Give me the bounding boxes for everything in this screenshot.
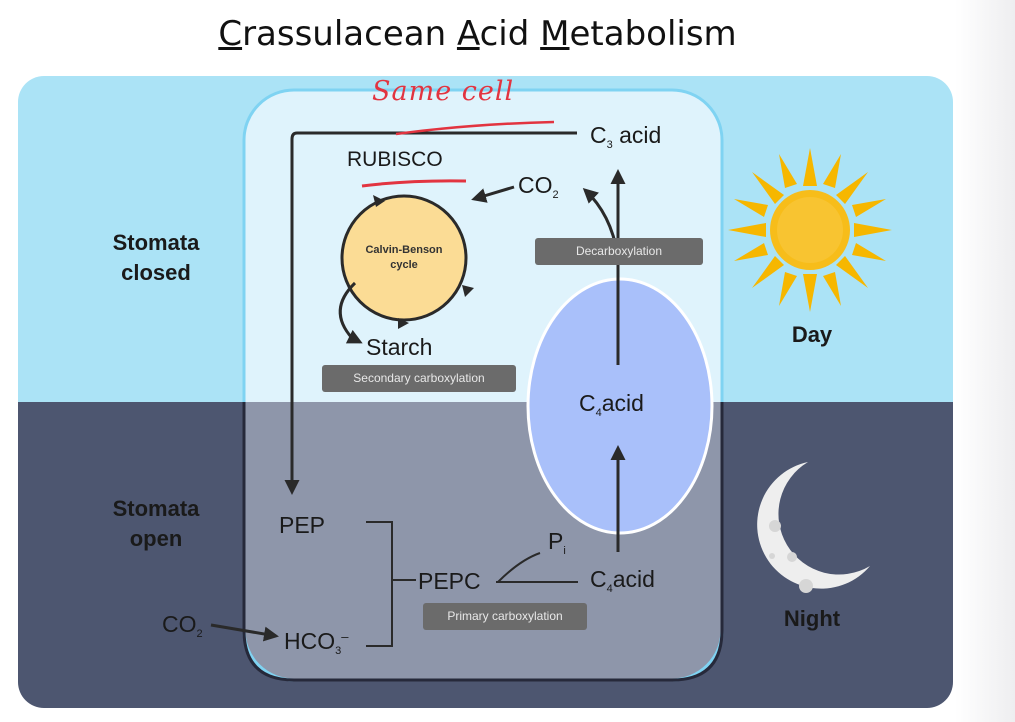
calvin-benson-cycle-circle: [340, 194, 468, 322]
secondary-carboxylation-label: Secondary carboxylation: [322, 365, 516, 392]
c4-acid-center-label: C4acid: [579, 390, 644, 419]
c3-acid-label: C3 acid: [590, 122, 662, 151]
sun-rays: [728, 148, 892, 312]
pepc-label: PEPC: [418, 568, 481, 594]
pepc-pi-branch: [497, 552, 541, 583]
rubisco-label: RUBISCO: [347, 148, 443, 171]
same-cell-annotation: Same cell: [372, 76, 515, 107]
calvin-benson-cycle-label: Calvin-Benson cycle: [365, 244, 443, 271]
arrow-cycle-to-starch: [338, 281, 363, 344]
decarboxylation-label: Decarboxylation: [535, 238, 703, 265]
sun-icon: [728, 148, 892, 312]
hco3-label: HCO3–: [284, 628, 349, 657]
cycle-arrowhead-top: [373, 195, 385, 207]
night-label: Night: [783, 606, 841, 631]
pi-label: Pi: [548, 528, 566, 557]
page-edge-shadow: [955, 0, 1015, 722]
primary-carboxylation-label: Primary carboxylation: [423, 603, 587, 630]
stomata-open-label: Stomata open: [112, 496, 200, 551]
day-label: Day: [791, 322, 833, 347]
moon-icon: [757, 462, 870, 593]
annotation-underline-rubisco: [361, 179, 467, 188]
cycle-arrowhead-right: [462, 285, 474, 297]
pep-label: PEP: [279, 512, 326, 538]
co2-left-label: CO2: [162, 611, 203, 640]
stomata-closed-label: Stomata closed: [112, 230, 200, 285]
vacuole: [526, 277, 714, 535]
arrow-co2-to-rubisco: [471, 185, 515, 203]
sun-disc-inner: [777, 197, 843, 263]
arrow-c3-to-pep: [284, 131, 577, 495]
annotation-underline-top: [395, 120, 555, 136]
page-title: Crassulacean Acid Metabolism: [218, 14, 737, 54]
cycle-arrowhead-bottom: [398, 318, 409, 329]
c4-acid-bottom-label: C4acid: [590, 566, 655, 595]
pepc-bracket: [366, 521, 393, 647]
cell-wall-night: [242, 402, 724, 682]
starch-label: Starch: [366, 334, 433, 360]
co2-top-label: CO2: [518, 172, 559, 201]
arrow-co2-to-hco3: [210, 623, 279, 642]
